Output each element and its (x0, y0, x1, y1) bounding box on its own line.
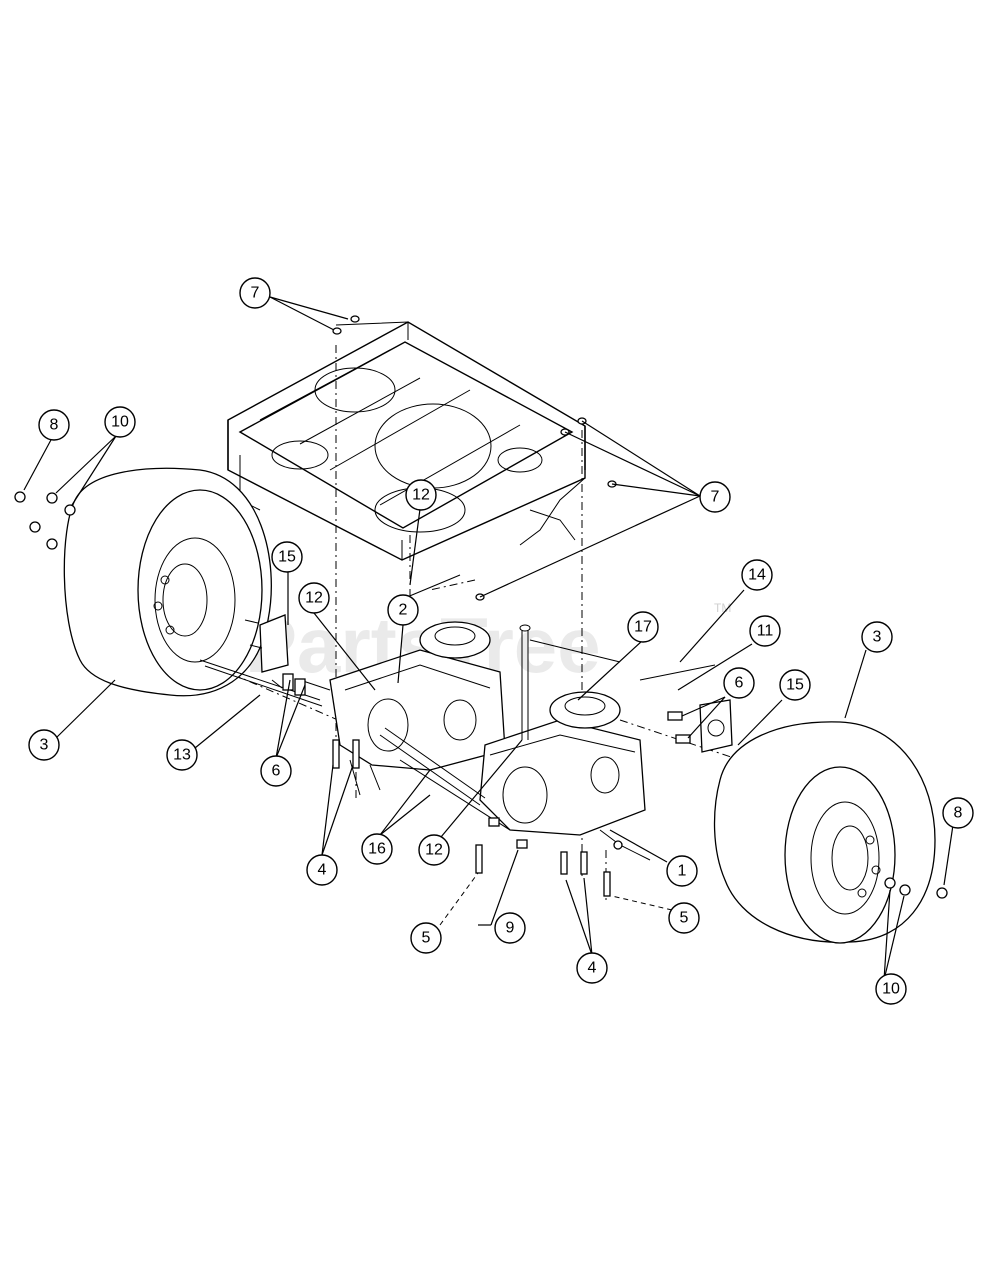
callout-1-label: 1 (678, 863, 687, 880)
callout-12-left-label: 12 (305, 590, 323, 607)
callout-16: 16 (361, 833, 393, 865)
watermark-trademark: TM (714, 601, 731, 615)
callout-14-label: 14 (748, 567, 766, 584)
callout-15-left-label: 15 (278, 549, 296, 566)
callout-14: 14 (741, 559, 773, 591)
callout-4-left-label: 4 (318, 862, 327, 879)
callout-8-left-label: 8 (50, 417, 59, 434)
callout-5-right: 5 (668, 902, 700, 934)
callout-4-right-label: 4 (588, 960, 597, 977)
callout-3-left-label: 3 (40, 737, 49, 754)
frame-deck (227, 321, 586, 561)
callout-4-right: 4 (576, 952, 608, 984)
callout-12-left: 12 (298, 582, 330, 614)
callout-11: 11 (749, 615, 781, 647)
callout-3-right: 3 (861, 621, 893, 653)
callout-10-right: 10 (875, 973, 907, 1005)
callout-5-left-label: 5 (422, 930, 431, 947)
hardware (14, 315, 948, 899)
callout-3-left: 3 (28, 729, 60, 761)
right-transaxle (479, 691, 651, 861)
callout-7-right-label: 7 (711, 489, 720, 506)
callout-5-right-label: 5 (680, 910, 689, 927)
leader-lines (23, 296, 954, 981)
callout-8-left: 8 (38, 409, 70, 441)
callout-2-label: 2 (399, 602, 408, 619)
callout-17: 17 (627, 611, 659, 643)
callout-2: 2 (387, 594, 419, 626)
callout-6-right-label: 6 (735, 675, 744, 692)
callout-15-left: 15 (271, 541, 303, 573)
callout-10-left-label: 10 (111, 414, 129, 431)
callout-13: 13 (166, 739, 198, 771)
callout-8-right-label: 8 (954, 805, 963, 822)
callout-10-right-label: 10 (882, 981, 900, 998)
callout-5-left: 5 (410, 922, 442, 954)
callout-12-lower-label: 12 (425, 842, 443, 859)
callout-15-right: 15 (779, 669, 811, 701)
callout-12-upper: 12 (405, 479, 437, 511)
callout-9: 9 (494, 912, 526, 944)
callout-7-top: 7 (239, 277, 271, 309)
callout-15-right-label: 15 (786, 677, 804, 694)
callout-17-label: 17 (634, 619, 652, 636)
callout-6-left-label: 6 (272, 763, 281, 780)
callout-12-lower: 12 (418, 834, 450, 866)
callout-12-upper-label: 12 (412, 487, 430, 504)
callout-13-label: 13 (173, 747, 191, 764)
right-tire (713, 721, 936, 944)
callout-6-left: 6 (260, 755, 292, 787)
callout-6-right: 6 (723, 667, 755, 699)
callout-1: 1 (666, 855, 698, 887)
left-tire (63, 467, 272, 697)
left-transaxle (299, 621, 506, 796)
callout-3-right-label: 3 (873, 629, 882, 646)
callout-10-left: 10 (104, 406, 136, 438)
callout-11-label: 11 (757, 623, 774, 640)
callout-16-label: 16 (368, 841, 386, 858)
callout-7-top-label: 7 (251, 285, 260, 302)
callout-8-right: 8 (942, 797, 974, 829)
callout-9-label: 9 (506, 920, 515, 937)
callout-7-right: 7 (699, 481, 731, 513)
callout-4-left: 4 (306, 854, 338, 886)
